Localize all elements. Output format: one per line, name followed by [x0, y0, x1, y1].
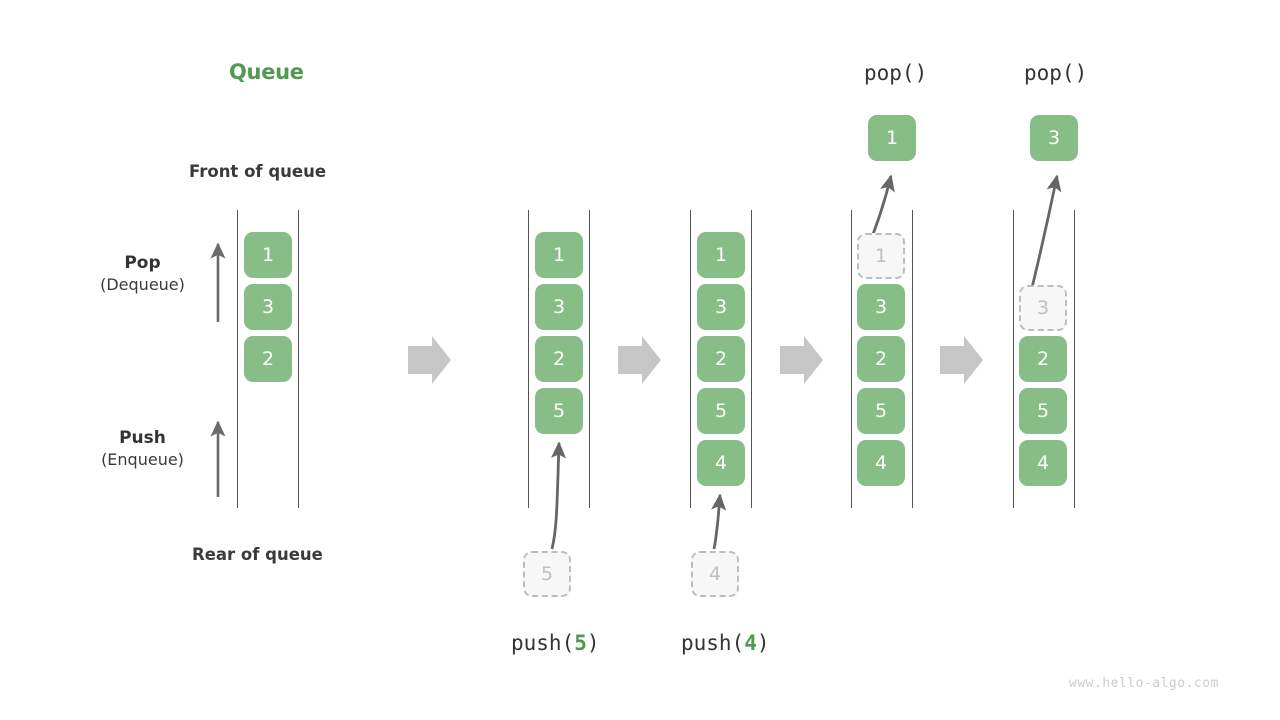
rear-of-queue-label: Rear of queue — [192, 545, 323, 564]
rail-left — [851, 210, 852, 508]
queue-cell: 3 — [697, 284, 745, 330]
incoming-ghost-cell: 4 — [691, 551, 739, 597]
op-label-pop: pop() — [864, 61, 928, 85]
pop-legend-line2: (Dequeue) — [100, 274, 185, 294]
caption-prefix: push( — [681, 631, 745, 655]
queue-cell: 4 — [697, 440, 745, 486]
rail-right — [912, 210, 913, 508]
push-legend-line1: Push — [119, 428, 166, 448]
transition-arrow-2 — [618, 336, 661, 384]
watermark: www.hello-algo.com — [1069, 676, 1219, 691]
push-legend-line2: (Enqueue) — [101, 449, 184, 469]
caption-suffix: ) — [586, 631, 600, 655]
transition-arrow-3 — [780, 336, 823, 384]
caption-arg: 4 — [744, 631, 757, 655]
popped-cell: 1 — [868, 115, 916, 161]
push-arrow-5 — [550, 441, 567, 550]
queue-cell: 4 — [1019, 440, 1067, 486]
stage-caption-push-5: push(5) — [511, 631, 600, 655]
rail-left — [528, 210, 529, 508]
rail-right — [1074, 210, 1075, 508]
transition-arrow-4 — [940, 336, 983, 384]
queue-cell: 3 — [244, 284, 292, 330]
popped-cell: 3 — [1030, 115, 1078, 161]
stage-caption-push-4: push(4) — [681, 631, 770, 655]
queue-cell: 2 — [535, 336, 583, 382]
push-legend: Push (Enqueue) — [65, 428, 220, 470]
rail-left — [1013, 210, 1014, 508]
rail-right — [589, 210, 590, 508]
queue-cell: 4 — [857, 440, 905, 486]
outgoing-ghost-cell: 1 — [857, 233, 905, 279]
queue-cell: 1 — [697, 232, 745, 278]
pop-legend: Pop (Dequeue) — [65, 253, 220, 295]
page-title: Queue — [229, 60, 304, 84]
queue-cell: 2 — [697, 336, 745, 382]
incoming-ghost-cell: 5 — [523, 551, 571, 597]
caption-prefix: push( — [511, 631, 575, 655]
caption-suffix: ) — [756, 631, 770, 655]
outgoing-ghost-cell: 3 — [1019, 285, 1067, 331]
queue-cell: 5 — [857, 388, 905, 434]
queue-cell: 1 — [244, 232, 292, 278]
queue-cell: 5 — [697, 388, 745, 434]
queue-cell: 3 — [535, 284, 583, 330]
op-label-pop: pop() — [1024, 61, 1088, 85]
queue-cell: 2 — [857, 336, 905, 382]
pop-legend-line1: Pop — [124, 253, 161, 273]
rail-left — [690, 210, 691, 508]
queue-cell: 2 — [1019, 336, 1067, 382]
rail-right — [298, 210, 299, 508]
queue-cell: 5 — [535, 388, 583, 434]
push-arrow-4 — [711, 493, 727, 550]
queue-cell: 5 — [1019, 388, 1067, 434]
caption-arg: 5 — [574, 631, 587, 655]
rail-right — [751, 210, 752, 508]
front-of-queue-label: Front of queue — [189, 162, 327, 181]
queue-cell: 1 — [535, 232, 583, 278]
transition-arrow-1 — [408, 336, 451, 384]
pop-arrow-3 — [1028, 174, 1062, 297]
queue-cell: 2 — [244, 336, 292, 382]
queue-cell: 3 — [857, 284, 905, 330]
rail-left — [237, 210, 238, 508]
